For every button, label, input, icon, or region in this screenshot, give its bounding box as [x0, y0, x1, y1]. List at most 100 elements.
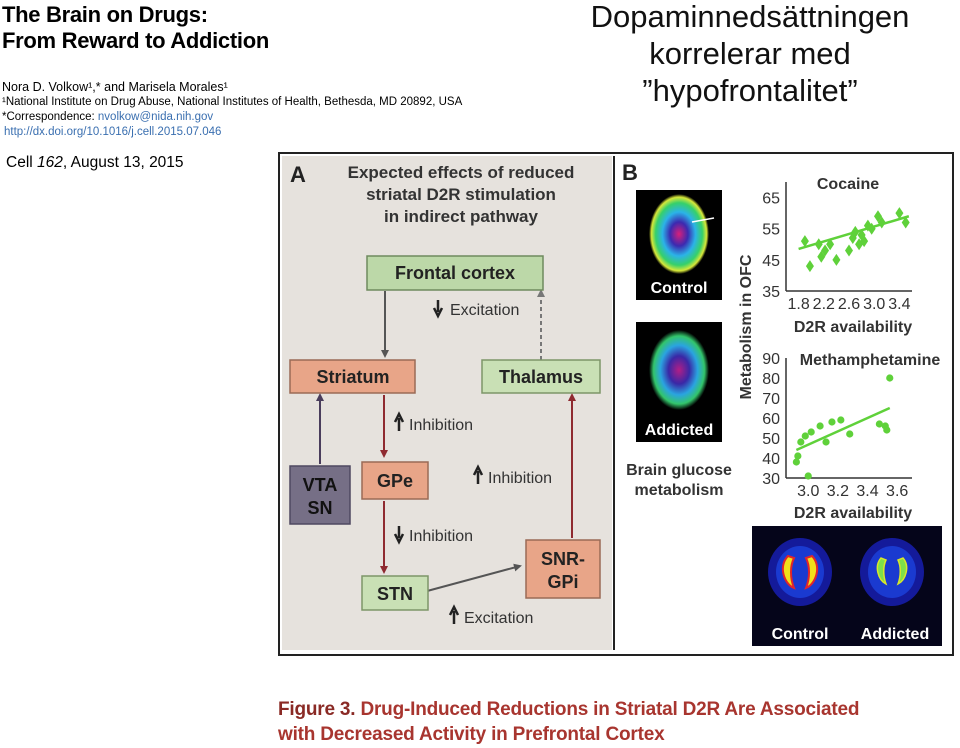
- data-point: [867, 222, 876, 235]
- slide-title-line2: korrelerar med: [649, 36, 851, 71]
- data-point: [901, 216, 910, 229]
- data-point: [805, 260, 814, 273]
- shared-ylabel: Metabolism in OFC: [738, 254, 755, 399]
- thalamus-box: [481, 359, 601, 394]
- vta-label: VTA: [303, 475, 338, 495]
- x-tick-label: 1.8: [787, 296, 809, 313]
- glucose-label-line2: metabolism: [635, 482, 724, 499]
- glucose-label-line1: Brain glucose: [626, 462, 732, 479]
- x-tick-label: 3.4: [888, 296, 910, 313]
- paper-title: The Brain on Drugs: From Reward to Addic…: [2, 2, 362, 54]
- x-axis-label: D2R availability: [794, 505, 912, 522]
- x-tick-label: 3.0: [797, 483, 819, 500]
- x-tick-label: 3.4: [856, 483, 878, 500]
- figure-3: A Expected effects of reduced striatal D…: [282, 156, 942, 650]
- caption-line1: Figure 3. Drug-Induced Reductions in Str…: [278, 697, 958, 722]
- gpi-label: GPi: [547, 572, 578, 592]
- stn-box: [361, 575, 429, 611]
- y-tick-label: 65: [762, 191, 780, 208]
- correspondence: *Correspondence: nvolkow@nida.nih.gov: [2, 111, 213, 123]
- excitation-top-label: Excitation: [450, 302, 519, 319]
- x-tick-label: 2.6: [838, 296, 860, 313]
- citation: Cell 162, August 13, 2015: [6, 154, 184, 172]
- brain-scan-addicted-label: Addicted: [645, 422, 713, 439]
- x-axis-label: D2R availability: [794, 319, 912, 336]
- panel-a-heading-line2: striatal D2R stimulation: [366, 185, 556, 204]
- data-point: [807, 428, 815, 436]
- y-tick-label: 80: [762, 371, 780, 388]
- up-arrow-icon: [448, 604, 460, 624]
- data-point: [845, 244, 853, 257]
- data-point: [797, 438, 805, 446]
- data-point: [816, 422, 824, 430]
- down-arrow-icon: [432, 300, 444, 319]
- data-point: [860, 235, 869, 248]
- data-point: [826, 238, 835, 251]
- striatum-control-label: Control: [772, 626, 829, 643]
- data-point: [846, 430, 854, 438]
- slide-title-line3: ”hypofrontalitet”: [642, 73, 858, 108]
- y-tick-label: 90: [762, 351, 780, 368]
- panel-a: A Expected effects of reduced striatal D…: [282, 156, 612, 650]
- data-point: [832, 253, 841, 266]
- excitation-bottom-label: Excitation: [464, 610, 533, 627]
- data-point: [822, 438, 830, 446]
- citation-volume: 162: [37, 154, 63, 171]
- panel-b-letter: B: [622, 160, 638, 185]
- data-point: [794, 452, 802, 460]
- arrow-stn-to-snr: [415, 563, 522, 595]
- pointer-line: [691, 217, 715, 223]
- up-arrow-icon: [393, 411, 405, 431]
- correspondence-label: *Correspondence:: [2, 111, 98, 123]
- x-tick-label: 2.2: [813, 296, 835, 313]
- panel-a-letter: A: [290, 162, 306, 187]
- panel-a-heading-line1: Expected effects of reduced: [348, 163, 575, 182]
- striatum-scan-addicted: [860, 538, 924, 606]
- caption-figure-label: Figure 3.: [278, 699, 356, 720]
- data-point: [877, 216, 886, 229]
- caption-line1-text: Drug-Induced Reductions in Striatal D2R …: [355, 699, 860, 720]
- data-point: [863, 219, 872, 232]
- slide-title-line1: Dopaminnedsättningen: [590, 0, 910, 34]
- paper-title-line2: From Reward to Addiction: [2, 28, 269, 53]
- doi-link[interactable]: http://dx.doi.org/10.1016/j.cell.2015.07…: [4, 126, 222, 138]
- data-point: [804, 472, 812, 480]
- data-point: [792, 458, 800, 466]
- snr-gpi-box: [525, 539, 601, 599]
- x-tick-label: 3.0: [863, 296, 885, 313]
- affiliation: ¹National Institute on Drug Abuse, Natio…: [2, 96, 463, 108]
- trend-line: [795, 406, 891, 452]
- frontal-cortex-box: [366, 255, 544, 291]
- inhibition-3-label: Inhibition: [409, 528, 473, 545]
- inhibition-1-label: Inhibition: [409, 417, 473, 434]
- up-arrow-icon: [472, 464, 484, 484]
- gpe-box: [361, 461, 429, 500]
- paper-title-line1: The Brain on Drugs:: [2, 2, 208, 27]
- data-point: [800, 235, 809, 248]
- gpe-label: GPe: [377, 471, 413, 491]
- chart-title: Methamphetamine: [800, 352, 941, 369]
- panel-b: B Control Addicted Brain glucose metabol…: [622, 160, 942, 646]
- x-tick-label: 3.6: [886, 483, 908, 500]
- correspondence-email-link[interactable]: nvolkow@nida.nih.gov: [97, 111, 214, 123]
- data-point: [828, 418, 836, 426]
- sn-label: SN: [307, 498, 332, 518]
- y-tick-label: 55: [762, 222, 780, 239]
- y-tick-label: 30: [762, 471, 780, 488]
- data-point: [851, 225, 860, 238]
- data-point: [821, 244, 830, 257]
- citation-journal: Cell: [6, 154, 38, 171]
- stn-label: STN: [377, 584, 413, 604]
- brain-scan-control-label: Control: [651, 280, 708, 297]
- snr-label: SNR-: [541, 549, 585, 569]
- chart-title: Cocaine: [817, 176, 879, 193]
- x-tick-label: 3.2: [827, 483, 849, 500]
- brain-scan-addicted-image: [649, 330, 709, 410]
- y-tick-label: 40: [762, 451, 780, 468]
- thalamus-label: Thalamus: [499, 367, 583, 387]
- inhibition-2-label: Inhibition: [488, 470, 552, 487]
- striatum-addicted-label: Addicted: [861, 626, 929, 643]
- data-point: [875, 420, 883, 428]
- caption-line2: with Decreased Activity in Prefrontal Co…: [278, 724, 665, 745]
